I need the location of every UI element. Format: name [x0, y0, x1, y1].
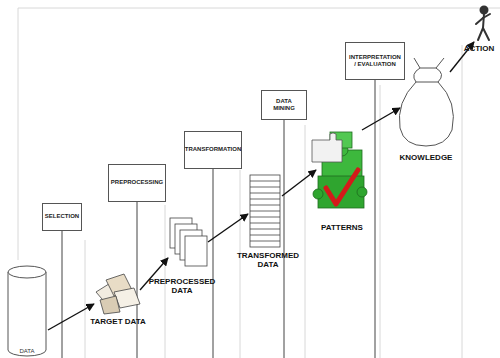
step-label: DATA MINING — [265, 98, 303, 112]
stage-label: PREPROCESSED DATA — [146, 278, 218, 296]
stage-label: ACTION — [461, 45, 497, 54]
step-box: TRANSFORMATION — [184, 131, 242, 169]
stage-label: TRANSFORMED DATA — [236, 252, 300, 270]
database-cylinder — [8, 266, 46, 356]
check-mark — [326, 170, 358, 204]
step-poles — [62, 55, 375, 358]
step-label: SELECTION — [45, 213, 79, 220]
patterns-puzzle — [312, 132, 367, 208]
staircase-guides — [18, 8, 500, 358]
step-label: PREPROCESSING — [111, 179, 163, 186]
transformed-data-table — [250, 175, 280, 247]
step-label: TRANSFORMATION — [185, 146, 242, 153]
step-label: INTERPRETATION / EVALUATION — [349, 54, 401, 68]
action-figure — [476, 7, 490, 41]
stage-label: PATTERNS — [312, 224, 372, 233]
step-box: INTERPRETATION / EVALUATION — [345, 42, 405, 80]
step-box: SELECTION — [42, 203, 82, 231]
knowledge-sack — [399, 58, 453, 146]
flow-arrows — [48, 42, 474, 330]
stage-label: TARGET DATA — [83, 318, 153, 327]
stage-label: DATA — [7, 348, 47, 355]
step-box: DATA MINING — [261, 90, 307, 120]
preprocessed-data-sheets — [170, 218, 207, 266]
step-box: PREPROCESSING — [108, 164, 166, 202]
stage-label: KNOWLEDGE — [394, 154, 458, 163]
target-data-papers — [96, 274, 140, 314]
